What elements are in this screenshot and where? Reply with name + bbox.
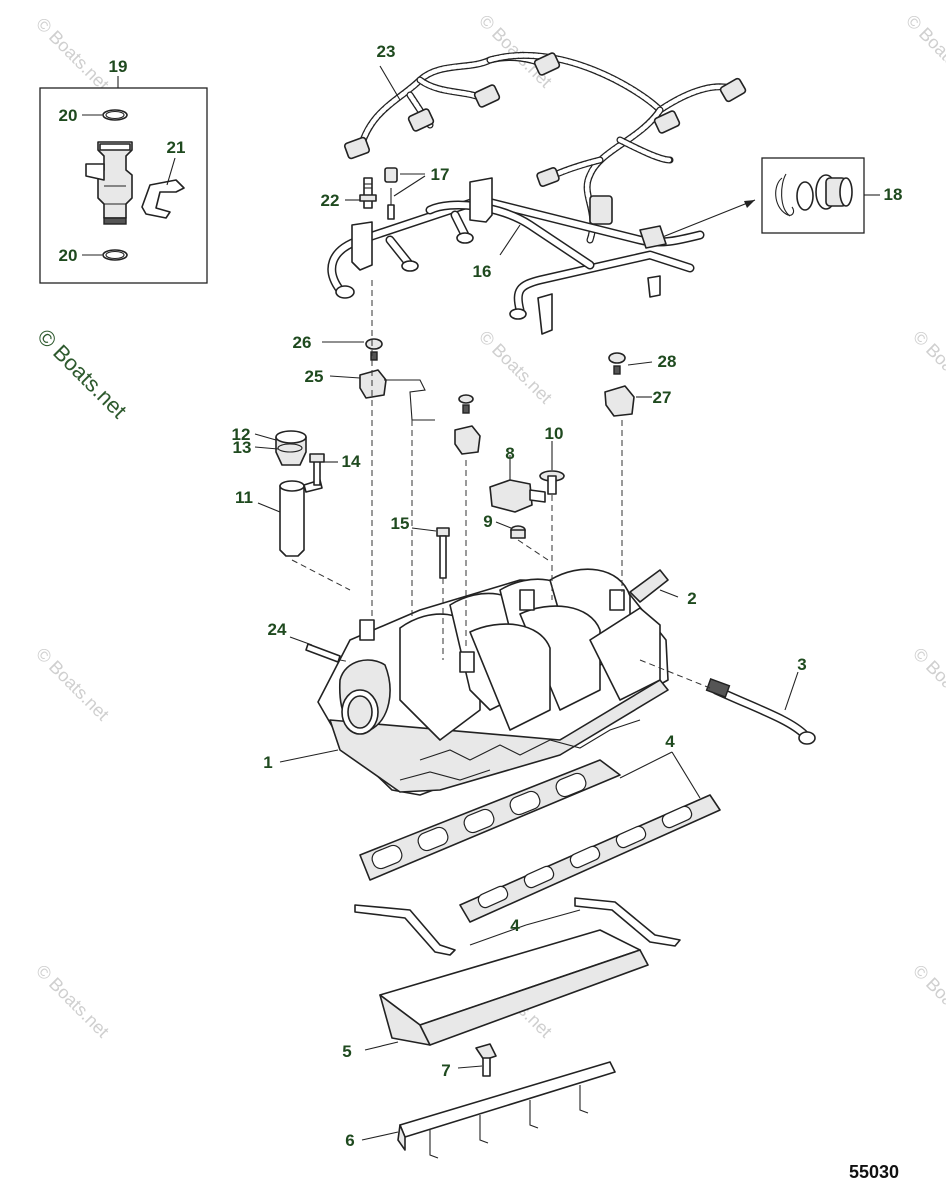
manifold-bolt — [411, 527, 450, 579]
sensor-grommet — [495, 521, 526, 539]
watermark-top-left: © Boats.net — [32, 14, 113, 95]
watermark-lower-left: © Boats.net — [32, 644, 113, 725]
fuel-injector-inset — [39, 76, 208, 284]
callout-26: 26 — [293, 333, 312, 352]
fuel-rail — [327, 177, 705, 335]
leader-16 — [499, 224, 521, 256]
watermark-bottom-right: © Boats.net — [909, 961, 946, 1042]
callout-15: 15 — [391, 514, 410, 533]
callout-7: 7 — [441, 1061, 450, 1080]
intake-manifold — [279, 568, 669, 796]
clip-center — [454, 394, 481, 455]
callout-20-upper: 20 — [59, 106, 78, 125]
watermark-top-right: © Boats.net — [902, 11, 946, 92]
callout-3: 3 — [797, 655, 806, 674]
copyright-text: © Boats.net — [32, 324, 131, 423]
manifold-gaskets — [354, 751, 721, 956]
temp-sensor — [629, 569, 679, 603]
callout-13: 13 — [233, 438, 252, 457]
callout-21: 21 — [167, 138, 186, 157]
schrader-valve — [345, 177, 377, 209]
callout-16: 16 — [473, 262, 492, 281]
leader-23 — [379, 65, 401, 101]
callout-17: 17 — [431, 165, 450, 184]
callout-1: 1 — [263, 753, 272, 772]
fuel-fitting-inset — [659, 157, 880, 239]
valley-bracket — [361, 1061, 616, 1159]
callout-14: 14 — [342, 452, 361, 471]
callout-28: 28 — [658, 352, 677, 371]
clip-bracket-left — [322, 338, 435, 421]
callout-10: 10 — [545, 424, 564, 443]
callout-2: 2 — [687, 589, 696, 608]
callout-labels: 1 2 3 4 4 5 6 7 8 9 10 11 12 13 14 15 16… — [59, 42, 903, 1150]
sensor-bolt — [539, 441, 565, 495]
callout-19: 19 — [109, 57, 128, 76]
valve-cap-and-core — [384, 167, 426, 220]
bracket-bolt — [457, 1043, 497, 1077]
callout-18: 18 — [884, 185, 903, 204]
watermark-mid-right: © Boats.net — [909, 327, 946, 408]
callout-4-lower: 4 — [510, 916, 520, 935]
callout-27: 27 — [653, 388, 672, 407]
callout-23: 23 — [377, 42, 396, 61]
callout-8: 8 — [505, 444, 514, 463]
callout-22: 22 — [321, 191, 340, 210]
stud — [289, 636, 341, 663]
diagram-number: 55030 — [849, 1162, 899, 1182]
callout-11: 11 — [235, 488, 253, 507]
assembly-lines — [291, 280, 711, 689]
callout-20-lower: 20 — [59, 246, 78, 265]
oil-fill-assembly — [254, 430, 338, 557]
watermark-bottom-left: © Boats.net — [32, 961, 113, 1042]
callout-12: 12 — [232, 425, 251, 444]
knock-sensor-wire — [705, 671, 816, 745]
watermark-mid-center: © Boats.net — [475, 327, 556, 408]
wiring-harness — [343, 51, 747, 244]
callout-6: 6 — [345, 1131, 354, 1150]
watermark-lower-right: © Boats.net — [909, 644, 946, 725]
callout-4-upper: 4 — [665, 732, 675, 751]
callout-24: 24 — [268, 620, 287, 639]
watermark-top-center: © Boats.net — [475, 11, 556, 92]
valley-cover — [364, 929, 649, 1051]
callout-25: 25 — [305, 367, 324, 386]
callout-9: 9 — [483, 512, 492, 531]
map-sensor — [489, 455, 546, 513]
clip-right — [604, 352, 653, 417]
callout-5: 5 — [342, 1042, 351, 1061]
